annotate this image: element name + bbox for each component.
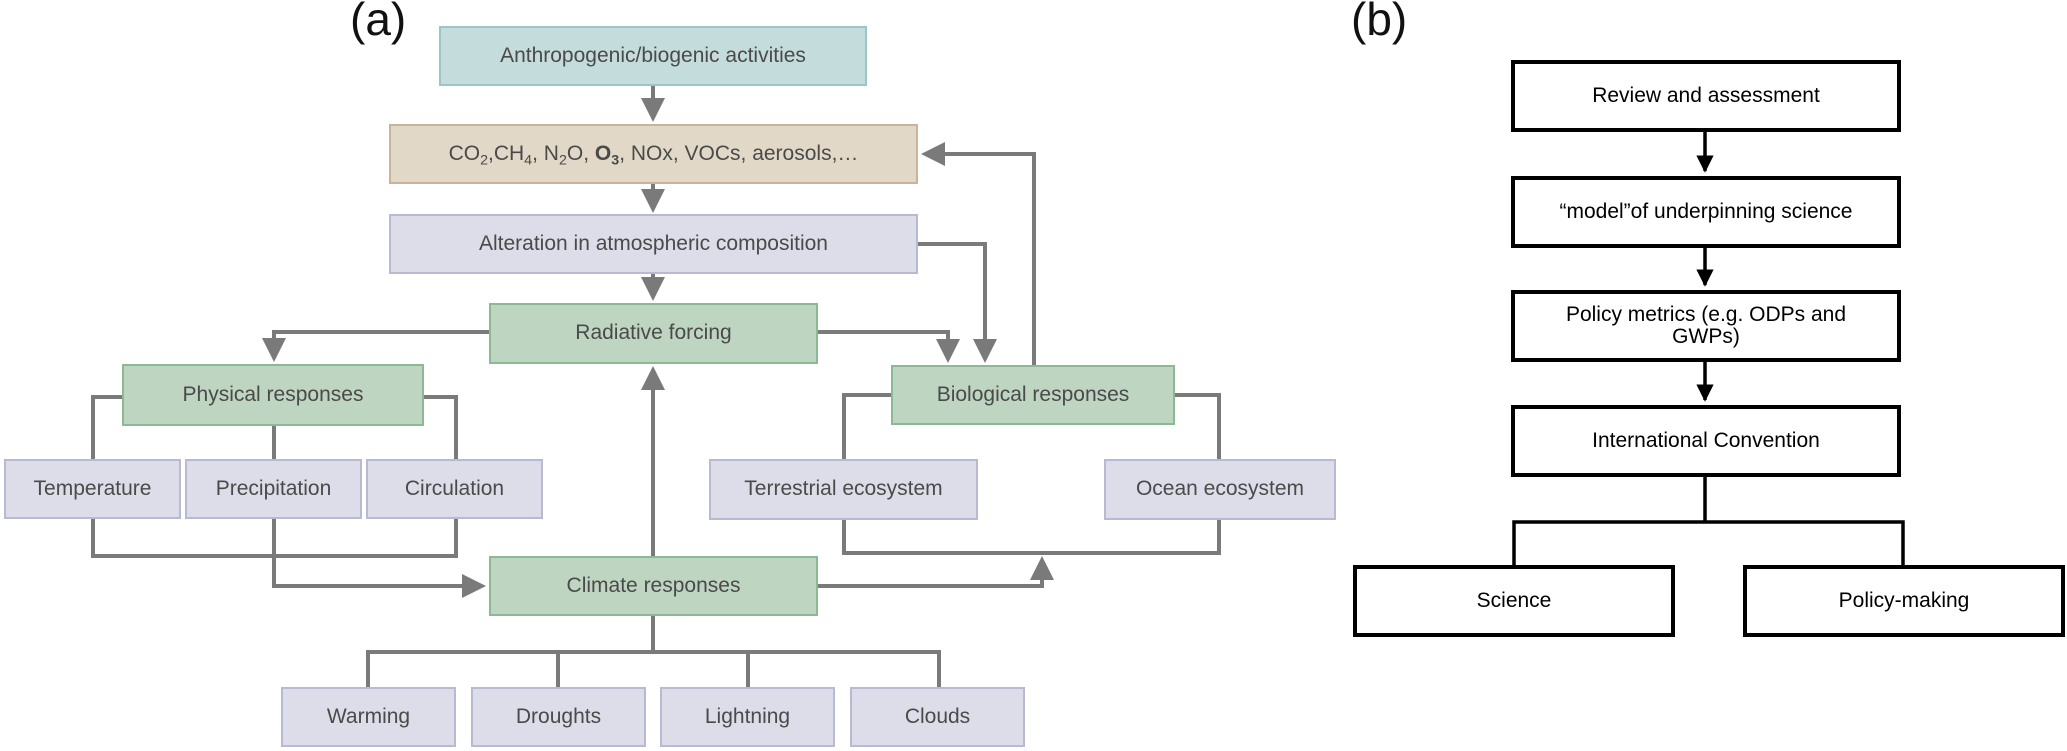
node-circulation: Circulation	[366, 459, 543, 519]
node-policy-making: Policy-making	[1743, 565, 2065, 637]
node-emissions: CO2,CH4, N2O, O3, NOx, VOCs, aerosols,…	[389, 124, 918, 184]
formula-part: 4	[524, 152, 533, 169]
edge-convention-branches	[1512, 476, 1905, 565]
formula-part: 2	[558, 152, 567, 169]
edge-bio-bus	[842, 520, 1221, 555]
node-science: Science	[1353, 565, 1675, 637]
node-temperature: Temperature	[4, 459, 181, 519]
edge-physical-bus	[91, 519, 458, 558]
node-ocean-ecosystem: Ocean ecosystem	[1104, 459, 1336, 520]
node-lightning: Lightning	[660, 687, 835, 747]
node-precipitation: Precipitation	[185, 459, 362, 519]
panel-b-label: (b)	[1351, 0, 1408, 45]
node-biological-responses: Biological responses	[891, 365, 1175, 425]
node-physical-responses: Physical responses	[122, 364, 424, 426]
node-clouds: Clouds	[850, 687, 1025, 747]
node-climate-responses: Climate responses	[489, 556, 818, 616]
node-warming: Warming	[281, 687, 456, 747]
node-convention: International Convention	[1511, 405, 1901, 477]
edge-biological-emissions	[921, 142, 1036, 365]
edge-physical-circulation	[424, 395, 458, 459]
node-metrics: Policy metrics (e.g. ODPs and GWPs)	[1511, 290, 1901, 362]
edge-radiative-physical	[262, 330, 489, 362]
formula-part: O	[594, 141, 612, 165]
panel-a-label: (a)	[350, 0, 407, 45]
edge-alteration-biological	[918, 242, 997, 363]
edge-climate-bio-bus	[818, 556, 1054, 588]
node-radiative-forcing: Radiative forcing	[489, 303, 818, 364]
edge-radiative-biological	[818, 330, 960, 363]
node-alteration: Alteration in atmospheric composition	[389, 214, 918, 274]
node-droughts: Droughts	[471, 687, 646, 747]
node-terrestrial-ecosystem: Terrestrial ecosystem	[709, 459, 978, 520]
node-activities: Anthropogenic/biogenic activities	[439, 26, 867, 86]
node-model: “model”of underpinning science	[1511, 176, 1901, 248]
formula-part: 3	[611, 152, 620, 169]
edge-precipitation-climate	[272, 519, 486, 598]
edge-biological-ocean	[1175, 393, 1221, 459]
node-review: Review and assessment	[1511, 60, 1901, 132]
edge-physical-temperature	[91, 395, 122, 459]
edge-biological-terrestrial	[842, 393, 891, 459]
edge-climate-bus	[366, 616, 941, 687]
formula-part: 2	[480, 152, 488, 169]
emissions-label: CO2,CH4, N2O, O3, NOx, VOCs, aerosols,…	[448, 141, 859, 169]
